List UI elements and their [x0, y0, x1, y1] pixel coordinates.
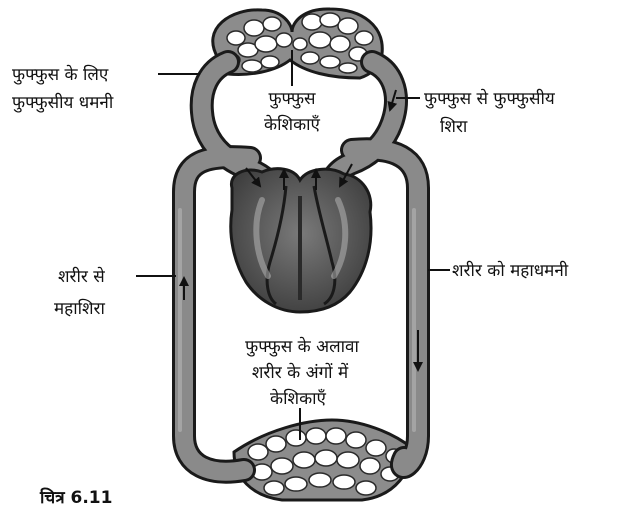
capillary-opening: [242, 60, 262, 72]
label-pulmonary-artery-line1: फुफ्फुस के लिए: [12, 64, 109, 85]
capillary-opening: [356, 481, 376, 495]
figure-caption: चित्र 6.11: [39, 487, 112, 506]
label-aorta: शरीर को महाधमनी: [452, 260, 569, 281]
capillary-opening: [255, 36, 277, 52]
capillary-opening: [266, 436, 286, 452]
capillary-opening: [338, 18, 358, 34]
capillary-opening: [355, 31, 373, 45]
heart-icon: [231, 169, 371, 312]
capillary-opening: [360, 458, 380, 474]
capillary-opening: [315, 450, 337, 466]
capillary-opening: [285, 477, 307, 491]
label-pulmonary-vein-line2: शिरा: [440, 116, 468, 137]
capillary-opening: [326, 428, 346, 444]
capillary-opening: [248, 444, 268, 460]
label-body-capillaries-line1: फुफ्फुस के अलावा: [245, 336, 359, 357]
label-lung-capillaries-line1: फुफ्फुस: [268, 89, 316, 109]
capillary-opening: [286, 430, 306, 446]
capillary-opening: [227, 31, 245, 45]
capillary-opening: [366, 440, 386, 456]
capillary-opening: [309, 473, 331, 487]
capillary-opening: [263, 17, 281, 31]
capillary-opening: [346, 432, 366, 448]
body-capillary-network: [234, 420, 412, 500]
capillary-opening: [333, 475, 355, 489]
label-lung-capillaries-line2: केशिकाएँ: [264, 114, 320, 135]
capillary-opening: [330, 36, 350, 52]
capillary-opening: [339, 63, 357, 73]
capillary-opening: [264, 481, 284, 495]
capillary-opening: [320, 13, 340, 27]
capillary-opening: [309, 32, 331, 48]
capillary-opening: [293, 38, 307, 50]
capillary-opening: [293, 452, 315, 468]
capillary-opening: [337, 452, 359, 468]
capillary-opening: [302, 14, 322, 30]
label-vena-cava-line2: महाशिरा: [54, 298, 106, 319]
capillary-opening: [301, 52, 319, 64]
capillary-opening: [320, 56, 340, 68]
label-body-capillaries-line2: शरीर के अंगों में: [252, 362, 349, 383]
label-pulmonary-artery-line2: फुफ्फुसीय धमनी: [12, 92, 114, 113]
capillary-opening: [306, 428, 326, 444]
capillary-opening: [244, 20, 264, 36]
capillary-opening: [261, 56, 279, 68]
label-vena-cava-line1: शरीर से: [58, 266, 105, 287]
capillary-opening: [276, 33, 292, 47]
label-pulmonary-vein-line1: फुफ्फुस से फुफ्फुसीय: [424, 88, 556, 109]
label-body-capillaries-line3: केशिकाएँ: [270, 388, 326, 409]
capillary-opening: [271, 458, 293, 474]
